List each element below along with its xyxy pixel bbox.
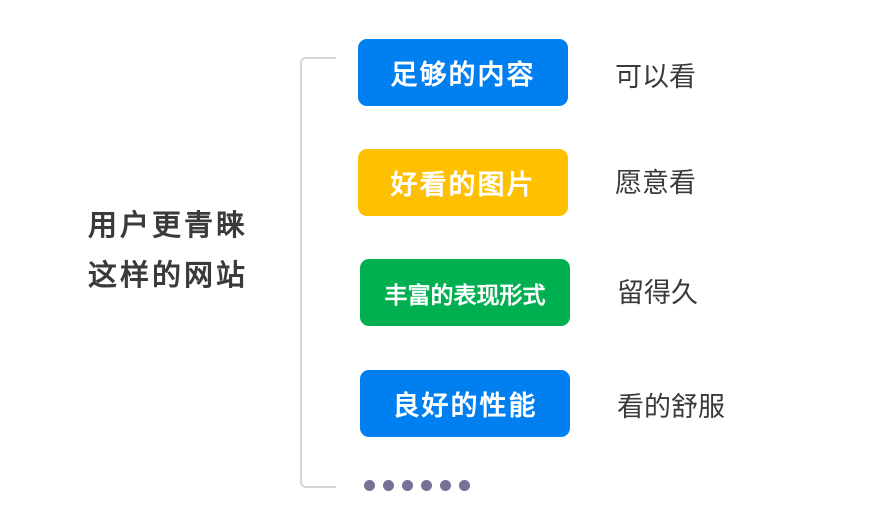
dot [402, 480, 413, 491]
item-box-images: 好看的图片 [358, 149, 568, 216]
diagram-title: 用户更青睐 这样的网站 [88, 200, 288, 300]
dot [364, 480, 375, 491]
item-box-performance: 良好的性能 [360, 370, 570, 437]
item-box-content: 足够的内容 [358, 39, 568, 106]
note-content: 可以看 [615, 62, 696, 93]
bracket [300, 57, 336, 488]
dot [440, 480, 451, 491]
note-images: 愿意看 [615, 168, 696, 199]
item-box-presentation: 丰富的表现形式 [360, 259, 570, 326]
note-performance: 看的舒服 [617, 392, 725, 423]
title-line-1: 用户更青睐 [88, 208, 249, 242]
note-presentation: 留得久 [617, 278, 698, 309]
title-line-2: 这样的网站 [88, 258, 249, 292]
dot [383, 480, 394, 491]
dot [459, 480, 470, 491]
dot [421, 480, 432, 491]
more-dots [364, 480, 470, 491]
